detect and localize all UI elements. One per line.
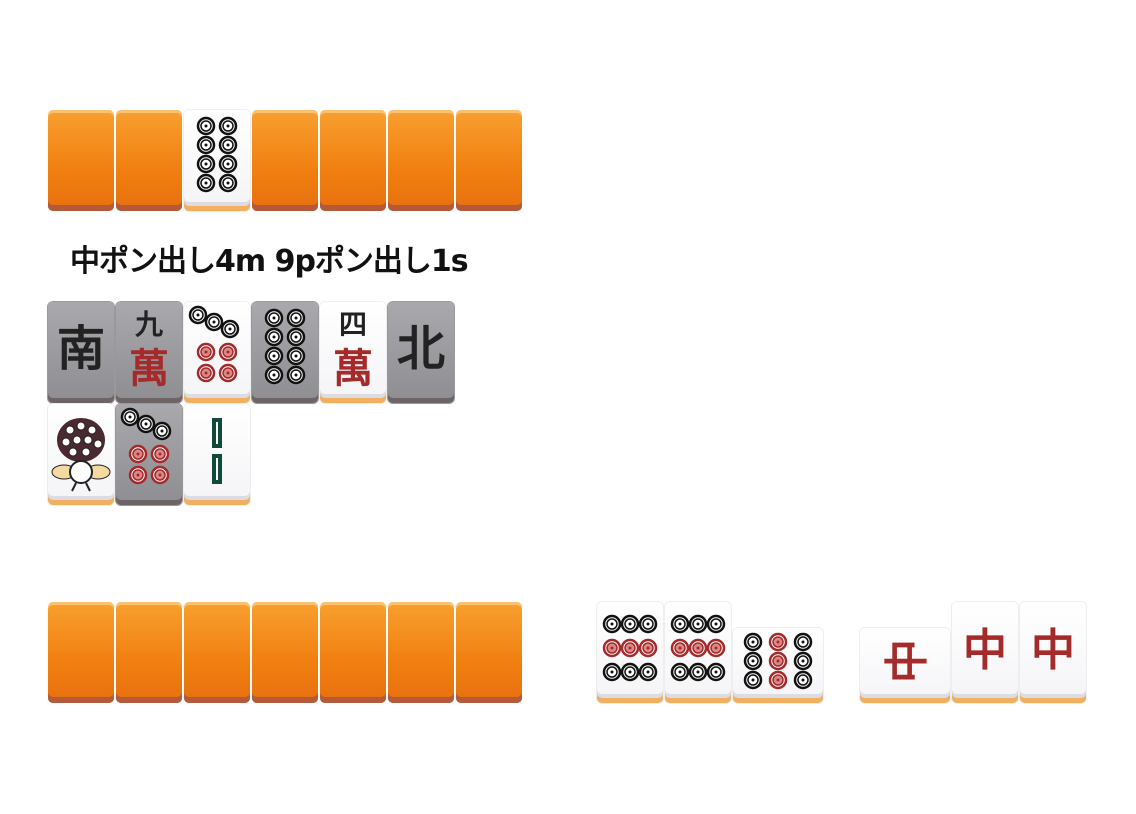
tile-back[interactable] bbox=[116, 602, 182, 703]
tile-back bbox=[116, 110, 182, 211]
tile-face-9p bbox=[670, 614, 726, 682]
tile-2s bbox=[184, 404, 250, 505]
svg-text:北: 北 bbox=[397, 321, 445, 377]
tile-face-N: 北 bbox=[397, 321, 445, 377]
tile-S: 南 bbox=[48, 302, 114, 403]
tile-back[interactable] bbox=[184, 602, 250, 703]
svg-text:萬: 萬 bbox=[333, 345, 373, 392]
tile-4m: 四萬 bbox=[320, 302, 386, 403]
meld-pon-9p bbox=[597, 602, 823, 703]
tile-C: 中 bbox=[952, 602, 1018, 703]
tile-face-4m: 四萬 bbox=[333, 308, 373, 392]
tile-8p bbox=[252, 302, 318, 403]
svg-text:九: 九 bbox=[135, 308, 163, 341]
svg-text:中: 中 bbox=[963, 625, 1007, 676]
tile-face-C: 中 bbox=[963, 625, 1007, 676]
tile-9p bbox=[665, 602, 731, 703]
tile-back bbox=[388, 110, 454, 211]
tile-back bbox=[252, 110, 318, 211]
svg-text:四: 四 bbox=[339, 308, 367, 341]
tile-back bbox=[320, 110, 386, 211]
tile-9m: 九萬 bbox=[116, 302, 182, 403]
tile-9p bbox=[597, 602, 663, 703]
player-hand bbox=[48, 602, 522, 703]
tile-face-2s bbox=[212, 418, 222, 484]
tile-7p bbox=[116, 404, 182, 505]
meld-pon-chun: 中中中 bbox=[860, 602, 1086, 703]
tile-face-7p bbox=[120, 407, 172, 485]
tile-back[interactable] bbox=[456, 602, 522, 703]
tile-8p bbox=[184, 110, 250, 211]
tile-face-9p bbox=[602, 614, 658, 682]
tile-back bbox=[456, 110, 522, 211]
opponent-hand bbox=[48, 110, 522, 211]
tile-back bbox=[48, 110, 114, 211]
tile-face-9m: 九萬 bbox=[129, 308, 169, 392]
call-caption: 中ポン出し4m 9pポン出し1s bbox=[70, 244, 469, 279]
tile-back[interactable] bbox=[388, 602, 454, 703]
svg-text:中: 中 bbox=[1031, 625, 1075, 676]
tile-face-S: 南 bbox=[57, 321, 105, 377]
tile-face-9p-rotated bbox=[743, 632, 813, 690]
tile-N: 北 bbox=[388, 302, 454, 403]
tile-C: 中 bbox=[1020, 602, 1086, 703]
tile-face-8p bbox=[264, 308, 306, 385]
tile-face-8p bbox=[196, 116, 238, 193]
svg-text:萬: 萬 bbox=[129, 345, 169, 392]
tile-back[interactable] bbox=[48, 602, 114, 703]
tile-C: 中 bbox=[860, 628, 950, 703]
tile-1s bbox=[48, 404, 114, 505]
svg-text:南: 南 bbox=[57, 321, 105, 377]
tile-face-C-rotated: 中 bbox=[882, 639, 933, 683]
tile-face-1s bbox=[51, 418, 111, 492]
discard-row-1: 南九萬四萬北 bbox=[48, 302, 454, 403]
tile-7p bbox=[184, 302, 250, 403]
tile-face-C: 中 bbox=[1031, 625, 1075, 676]
tile-back[interactable] bbox=[252, 602, 318, 703]
tile-face-7p bbox=[188, 305, 240, 383]
tile-back[interactable] bbox=[320, 602, 386, 703]
tile-9p bbox=[733, 628, 823, 703]
svg-text:中: 中 bbox=[882, 639, 933, 683]
discard-row-2 bbox=[48, 404, 250, 505]
